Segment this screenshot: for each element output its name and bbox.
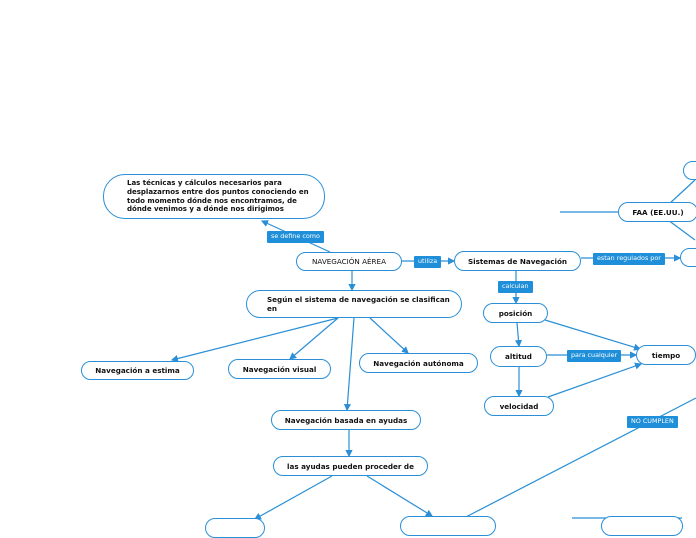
label-calculan: calculan <box>498 281 533 293</box>
top-right-node-2 <box>680 248 696 267</box>
faa-node: FAA (EE.UU.) <box>618 202 696 222</box>
bottom-right-node <box>601 516 683 536</box>
ayudas-node: Navegación basada en ayudas <box>271 410 421 430</box>
definition-node: Las técnicas y cálculos necesarios para … <box>103 174 325 219</box>
velocidad-node: velocidad <box>484 396 554 416</box>
label-utiliza: utiliza <box>414 256 442 268</box>
sistemas-node: Sistemas de Navegación <box>454 251 581 271</box>
posicion-text: posición <box>498 308 533 318</box>
tiempo-text: tiempo <box>651 350 681 360</box>
altitud-node: altitud <box>490 346 547 367</box>
navegacion-aerea-node: NAVEGACIÓN AÉREA <box>296 252 402 271</box>
label-calculan-text: calculan <box>502 282 529 290</box>
bottom-center-node <box>400 516 496 536</box>
label-define-text: se define como <box>271 232 320 240</box>
estima-node: Navegación a estima <box>81 361 194 380</box>
proceder-text: las ayudas pueden proceder de <box>287 461 414 471</box>
visual-node: Navegación visual <box>228 359 331 379</box>
label-cualquier-text: para cualquier <box>571 351 618 359</box>
proceder-node: las ayudas pueden proceder de <box>273 456 428 476</box>
label-regulados: estan regulados por <box>593 253 665 265</box>
label-no-cumplen: NO CUMPLEN <box>627 416 678 428</box>
navegacion-aerea-text: NAVEGACIÓN AÉREA <box>311 257 387 266</box>
altitud-text: altitud <box>505 352 532 361</box>
label-cualquier: para cualquier <box>567 350 622 362</box>
faa-text: FAA (EE.UU.) <box>632 207 684 217</box>
clasificacion-node: Según el sistema de navegación se clasif… <box>246 290 462 318</box>
visual-text: Navegación visual <box>242 364 317 374</box>
autonoma-node: Navegación autónoma <box>359 353 478 373</box>
estima-text: Navegación a estima <box>95 366 180 375</box>
ayudas-text: Navegación basada en ayudas <box>284 415 408 425</box>
velocidad-text: velocidad <box>499 401 539 411</box>
sistemas-text: Sistemas de Navegación <box>467 256 568 266</box>
posicion-node: posición <box>483 303 548 323</box>
label-no-cumplen-text: NO CUMPLEN <box>631 417 674 425</box>
tiempo-node: tiempo <box>636 345 696 365</box>
clasificacion-text: Según el sistema de navegación se clasif… <box>267 295 450 313</box>
top-right-node-1 <box>683 161 696 180</box>
label-define: se define como <box>267 231 324 243</box>
label-regulados-text: estan regulados por <box>597 254 661 262</box>
bottom-left-node <box>205 518 265 538</box>
definition-text: Las técnicas y cálculos necesarios para … <box>127 179 309 214</box>
autonoma-text: Navegación autónoma <box>373 358 464 368</box>
label-utiliza-text: utiliza <box>418 257 438 265</box>
